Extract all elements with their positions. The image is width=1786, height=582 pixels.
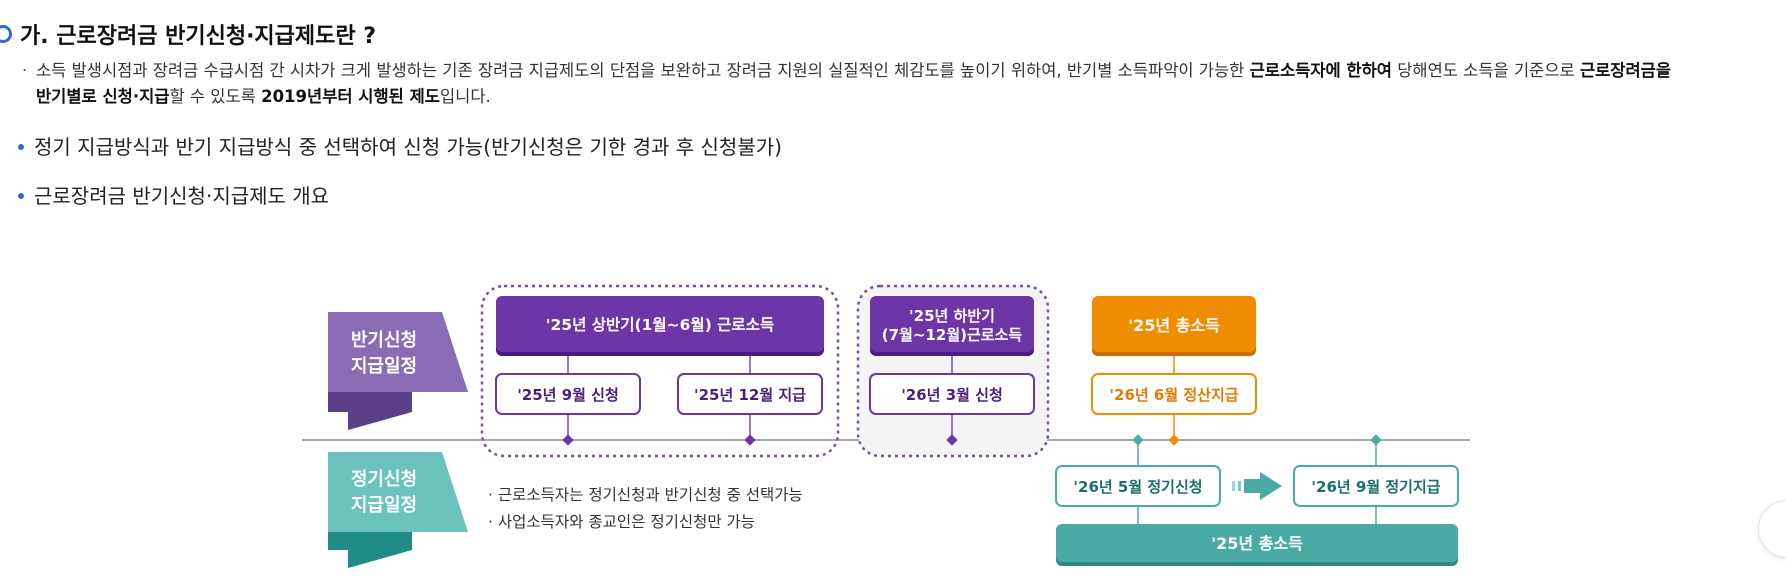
bullet-item-1: 정기 지급방식과 반기 지급방식 중 선택하여 신청 가능(반기신청은 기한 경… [18, 131, 782, 160]
desc-text-2: 당해연도 소득을 기준으로 [1391, 61, 1580, 80]
note-1: · 근로소득자는 정기신청과 반기신청 중 선택가능 [488, 486, 803, 504]
total-income-top-text: '25년 총소득 [1128, 316, 1220, 335]
desc-bold-1: 근로소득자에 한하여 [1249, 61, 1392, 80]
total-income-bottom-box: '25년 총소득 [1056, 524, 1458, 566]
first-half-income-box: '25년 상반기(1월~6월) 근로소득 [496, 296, 824, 356]
regular-schedule-ribbon: 정기신청 지급일정 [328, 452, 468, 568]
settle-jun-box: '26년 6월 정산지급 [1091, 373, 1257, 415]
section-title-text: 가. 근로장려금 반기신청·지급제도란 ? [20, 24, 377, 49]
half-schedule-ribbon: 반기신청 지급일정 [328, 312, 468, 430]
second-half-income-box: '25년 하반기 (7월~12월)근로소득 [870, 296, 1034, 356]
regular-label-line-2: 지급일정 [351, 495, 417, 516]
description: · 소득 발생시점과 장려금 수급시점 간 시차가 크게 발생하는 기존 장려금… [22, 58, 1782, 110]
circle-bullet-icon [0, 25, 12, 43]
half-label-line-2: 지급일정 [351, 356, 417, 377]
apply-mar-box: '26년 3월 신청 [869, 373, 1035, 415]
bullet-dot-icon [18, 192, 24, 199]
regular-pay-text: '26년 9월 정기지급 [1311, 478, 1440, 496]
first-half-group [480, 284, 840, 458]
desc-bold-2: 근로장려금을 [1579, 61, 1672, 80]
desc-text-3: 할 수 있도록 [169, 87, 262, 106]
section-title: 가. 근로장려금 반기신청·지급제도란 ? [0, 18, 376, 50]
desc-text-1: 소득 발생시점과 장려금 수급시점 간 시차가 크게 발생하는 기존 장려금 지… [36, 61, 1250, 80]
timeline-markers [562, 434, 1382, 446]
desc-bold-4: 2019년부터 시행된 제도 [261, 87, 440, 106]
total-income-top-box: '25년 총소득 [1092, 296, 1256, 356]
bullet-text-2: 근로장려금 반기신청·지급제도 개요 [34, 184, 330, 208]
bullet-dot-icon [18, 143, 24, 150]
apply-mar-text: '26년 3월 신청 [901, 386, 1003, 404]
note-2: · 사업소득자와 종교인은 정기신청만 가능 [488, 513, 755, 531]
second-half-income-line-1: '25년 하반기 [909, 307, 995, 325]
regular-apply-text: '26년 5월 정기신청 [1073, 478, 1202, 496]
apply-sep-text: '25년 9월 신청 [517, 386, 619, 404]
dot-marker-icon: · [22, 61, 28, 80]
second-half-income-line-2: (7월~12월)근로소득 [882, 326, 1023, 344]
settle-jun-text: '26년 6월 정산지급 [1109, 386, 1238, 404]
pay-dec-text: '25년 12월 지급 [694, 386, 806, 404]
regular-pay-box: '26년 9월 정기지급 [1293, 465, 1459, 507]
desc-bold-3: 반기별로 신청·지급 [36, 87, 170, 106]
pay-dec-box: '25년 12월 지급 [677, 373, 823, 415]
bullet-item-2: 근로장려금 반기신청·지급제도 개요 [18, 180, 329, 209]
desc-text-4: 입니다. [439, 87, 491, 106]
total-income-bottom-text: '25년 총소득 [1211, 534, 1303, 553]
first-half-income-text: '25년 상반기(1월~6월) 근로소득 [546, 315, 774, 334]
bullet-text-1: 정기 지급방식과 반기 지급방식 중 선택하여 신청 가능(반기신청은 기한 경… [34, 135, 782, 159]
half-label-line-1: 반기신청 [351, 330, 417, 351]
apply-sep-box: '25년 9월 신청 [495, 373, 641, 415]
regular-label-line-1: 정기신청 [351, 469, 417, 490]
regular-apply-box: '26년 5월 정기신청 [1055, 465, 1221, 507]
arrow-right-icon [1232, 472, 1282, 500]
